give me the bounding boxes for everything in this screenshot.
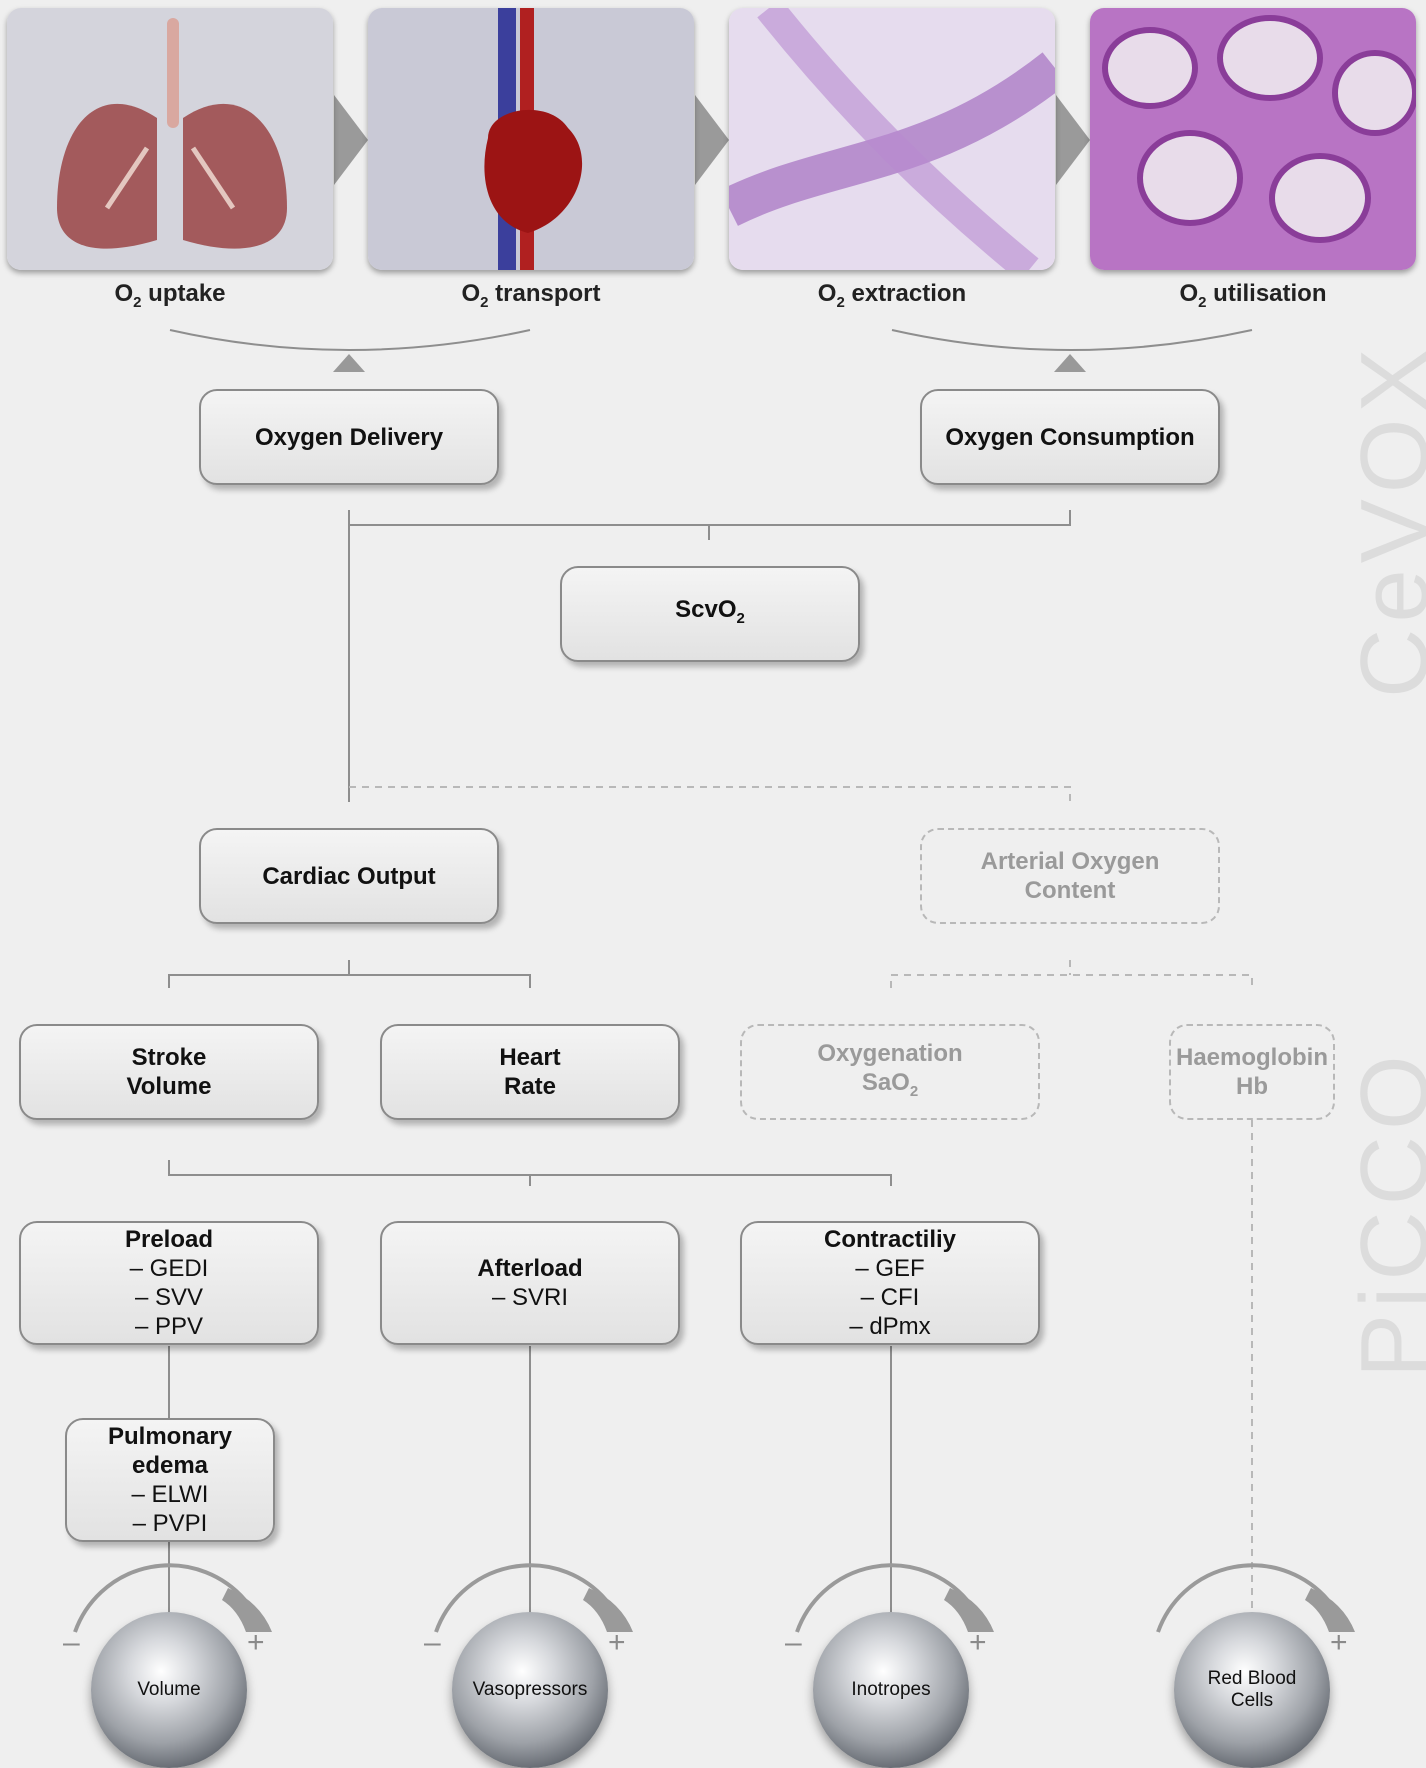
cevox-side-label: CeVOX <box>1341 342 1426 698</box>
volume-minus: – <box>63 1626 80 1659</box>
vasopressors-minus: – <box>424 1626 441 1659</box>
picco-side-label: PiCCO <box>1341 1049 1426 1378</box>
lungs-image <box>7 8 333 270</box>
pulmonary-edema-box[interactable]: Pulmonary edema – ELWI – PVPI <box>65 1418 275 1542</box>
cardiac-output-box[interactable]: Cardiac Output <box>199 828 499 924</box>
oxygen-consumption-box[interactable]: Oxygen Consumption <box>920 389 1220 485</box>
tissue-image <box>1090 8 1416 270</box>
capillary-image <box>729 8 1055 270</box>
scvo2-box[interactable]: ScvO2 <box>560 566 860 662</box>
vasopressors-plus: + <box>608 1626 626 1659</box>
contractility-box[interactable]: Contractiliy – GEF – CFI – dPmx <box>740 1221 1040 1345</box>
afterload-box[interactable]: Afterload – SVRI <box>380 1221 680 1345</box>
o2-extraction-caption: O2 extraction <box>817 280 967 311</box>
heart-image <box>368 8 694 270</box>
o2-utilisation-caption: O2 utilisation <box>1179 280 1327 311</box>
preload-box[interactable]: Preload – GEDI – SVV – PPV <box>19 1221 319 1345</box>
volume-knob[interactable]: Volume <box>91 1612 247 1768</box>
volume-plus: + <box>247 1626 265 1659</box>
inotropes-plus: + <box>969 1626 987 1659</box>
rbc-plus: + <box>1330 1626 1348 1659</box>
inotropes-knob[interactable]: Inotropes <box>813 1612 969 1768</box>
o2-uptake-caption: O2 uptake <box>114 280 226 311</box>
oxygen-delivery-box[interactable]: Oxygen Delivery <box>199 389 499 485</box>
vasopressors-knob[interactable]: Vasopressors <box>452 1612 608 1768</box>
inotropes-minus: – <box>785 1626 802 1659</box>
o2-transport-caption: O2 transport <box>461 280 601 311</box>
